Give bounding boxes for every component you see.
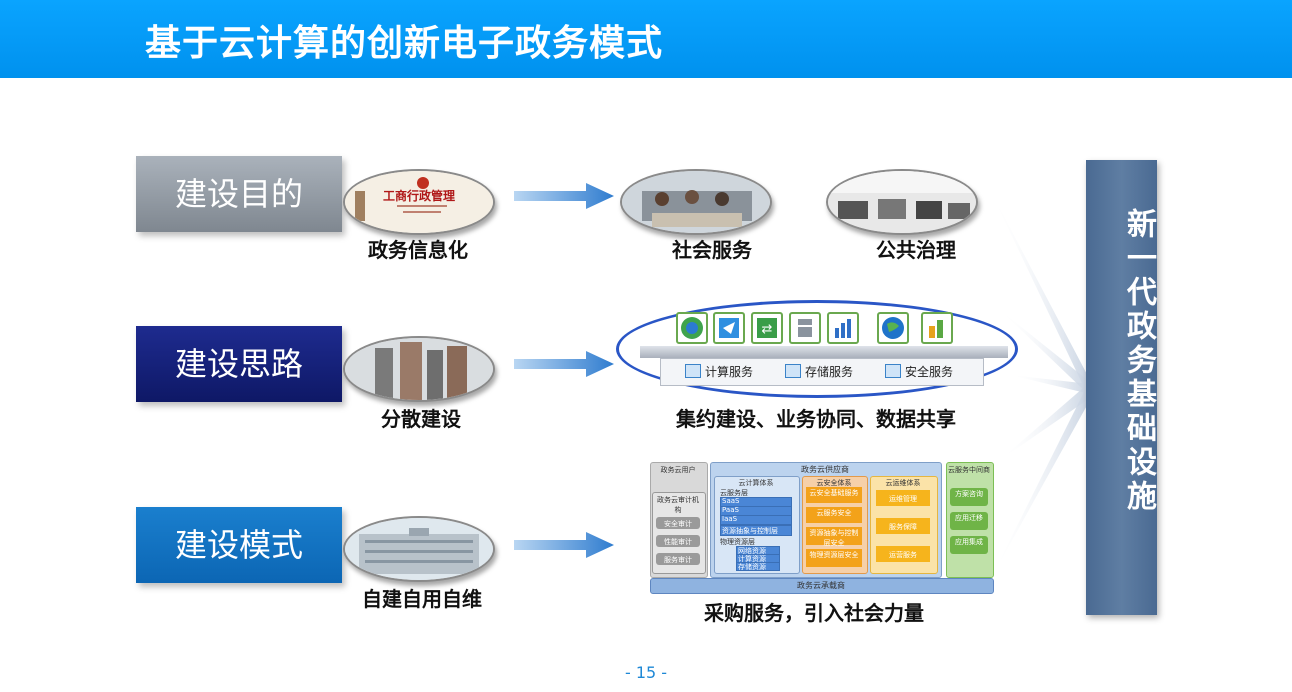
earth-icon <box>877 312 909 344</box>
gov-cloud-model-diagram: 政务云用户 政务云审计机构 安全审计 性能审计 服务审计 政务云供应商 云计算体… <box>648 460 994 596</box>
broker-title: 云服务中间商 <box>948 466 990 474</box>
ops-cell <box>876 490 930 506</box>
security-item: 云服务安全 <box>816 509 852 517</box>
row-label-idea: 建设思路 <box>136 326 342 402</box>
public-governance-photo <box>826 169 978 235</box>
compute-item: 资源抽象与控制层 <box>722 527 778 535</box>
platform-outline <box>616 300 1018 398</box>
security-cell <box>806 527 862 545</box>
compute-item: IaaS <box>722 515 738 523</box>
government-building-photo <box>343 516 495 582</box>
arrow-right-icon <box>514 183 614 209</box>
globe-icon <box>676 312 708 344</box>
service-storage: 存储服务 <box>785 363 853 380</box>
chart-building-icon <box>921 312 953 344</box>
ops-item: 运维管理 <box>889 495 917 503</box>
shield-icon <box>885 364 901 378</box>
caption-decentralized: 分散建设 <box>381 407 461 431</box>
title-bar <box>0 0 1292 78</box>
audit-org-label: 政务云审计机构 <box>657 496 699 514</box>
carrier-label: 政务云承载商 <box>797 581 845 590</box>
security-item: 云安全基础服务 <box>809 489 859 497</box>
compute-item: 物理资源层 <box>720 538 755 546</box>
caption-social-service: 社会服务 <box>672 238 752 262</box>
arrow-right-icon <box>514 532 614 558</box>
service-security: 安全服务 <box>885 363 953 380</box>
compute-item: 计算资源 <box>738 555 766 563</box>
arrow-right-icon <box>514 351 614 377</box>
compute-item: 存储资源 <box>738 563 766 571</box>
caption-procurement: 采购服务，引入社会力量 <box>704 601 924 625</box>
caption-intensive: 集约建设、业务协同、数据共享 <box>676 407 956 431</box>
security-title: 云安全体系 <box>816 479 852 487</box>
social-service-photo <box>620 169 772 235</box>
supplier-title: 政务云供应商 <box>801 465 849 474</box>
logo-text: 工商行政管理 <box>383 188 455 203</box>
audit-item-box <box>656 517 700 529</box>
caption-public-governance: 公共治理 <box>876 238 956 262</box>
database-icon <box>789 312 821 344</box>
caption-informatization: 政务信息化 <box>368 238 468 262</box>
broker-cell <box>950 488 988 506</box>
audit-item-box <box>656 535 700 547</box>
platform-services-bar: 计算服务 存储服务 安全服务 <box>660 358 984 386</box>
ops-item: 服务保障 <box>889 523 917 531</box>
security-item: 物理资源层安全 <box>809 551 859 559</box>
page-title: 基于云计算的创新电子政务模式 <box>145 23 664 64</box>
audit-item-service: 服务审计 <box>664 556 692 564</box>
storage-icon <box>785 364 801 378</box>
caption-self-built: 自建自用自维 <box>362 587 482 611</box>
compute-item: PaaS <box>722 506 739 514</box>
compute-title: 云计算体系 <box>738 479 774 487</box>
security-cell <box>806 507 862 523</box>
ops-cell <box>876 518 930 534</box>
abstraction-cell <box>720 525 792 536</box>
next-gen-infrastructure-banner: 新一代政务基础设施 <box>1086 160 1157 615</box>
ops-cell <box>876 546 930 562</box>
server-icon <box>685 364 701 378</box>
storage-cell <box>736 562 780 571</box>
security-cell <box>806 487 862 503</box>
audit-item-security: 安全审计 <box>664 520 692 528</box>
exchange-icon: ⇄ <box>751 312 783 344</box>
broker-item: 应用迁移 <box>955 514 983 522</box>
ops-title: 云运维体系 <box>885 479 921 487</box>
converging-rays <box>990 190 1090 580</box>
ops-item: 运营服务 <box>889 551 917 559</box>
row-label-mode: 建设模式 <box>136 507 342 583</box>
compute-item: 云服务层 <box>720 489 748 497</box>
page-number: - 15 - <box>624 663 668 682</box>
buildings-photo <box>343 336 495 402</box>
compute-item: 网络资源 <box>738 547 766 555</box>
user-column-title: 政务云用户 <box>660 466 696 474</box>
platform-shelf <box>640 346 1008 358</box>
svg-text:⇄: ⇄ <box>762 322 773 337</box>
broker-item: 方案咨询 <box>955 490 983 498</box>
banner-text: 新一代政务基础设施 <box>1121 208 1156 514</box>
compute-item: SaaS <box>722 497 740 505</box>
carrier-bar <box>650 578 994 594</box>
audit-item-performance: 性能审计 <box>664 538 692 546</box>
iaas-cell <box>720 515 792 525</box>
audit-item-box <box>656 553 700 565</box>
security-item: 资源抽象与控制层安全 <box>809 529 859 547</box>
bar-chart-icon <box>827 312 859 344</box>
send-icon <box>713 312 745 344</box>
broker-cell <box>950 512 988 530</box>
broker-cell <box>950 536 988 554</box>
service-compute: 计算服务 <box>685 363 753 380</box>
row-label-goal: 建设目的 <box>136 156 342 232</box>
security-cell <box>806 549 862 567</box>
document-image: 工商行政管理 <box>343 169 495 235</box>
broker-item: 应用集成 <box>955 538 983 546</box>
